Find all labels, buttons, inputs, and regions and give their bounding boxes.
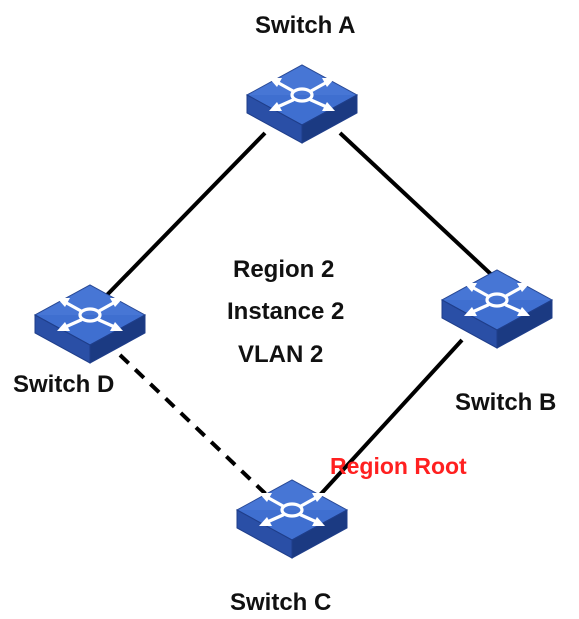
link-d-c-dashed (118, 353, 274, 502)
switch-c-label: Switch C (230, 589, 331, 616)
vlan-label: VLAN 2 (238, 341, 323, 368)
instance-label: Instance 2 (227, 298, 344, 325)
link-a-d (103, 131, 267, 299)
switch-c-icon: SWITCH (235, 478, 349, 568)
link-b-c (318, 338, 464, 497)
switch-b-label: Switch B (455, 389, 556, 416)
link-a-b (338, 131, 497, 280)
switch-d-label: Switch D (13, 371, 114, 398)
region-root-label: Region Root (330, 453, 467, 479)
region-label: Region 2 (233, 256, 334, 283)
switch-a-icon: SWITCH (245, 63, 359, 153)
links (103, 131, 497, 502)
switch-a-label: Switch A (255, 12, 355, 39)
switch-d-icon: SWITCH (33, 283, 147, 373)
